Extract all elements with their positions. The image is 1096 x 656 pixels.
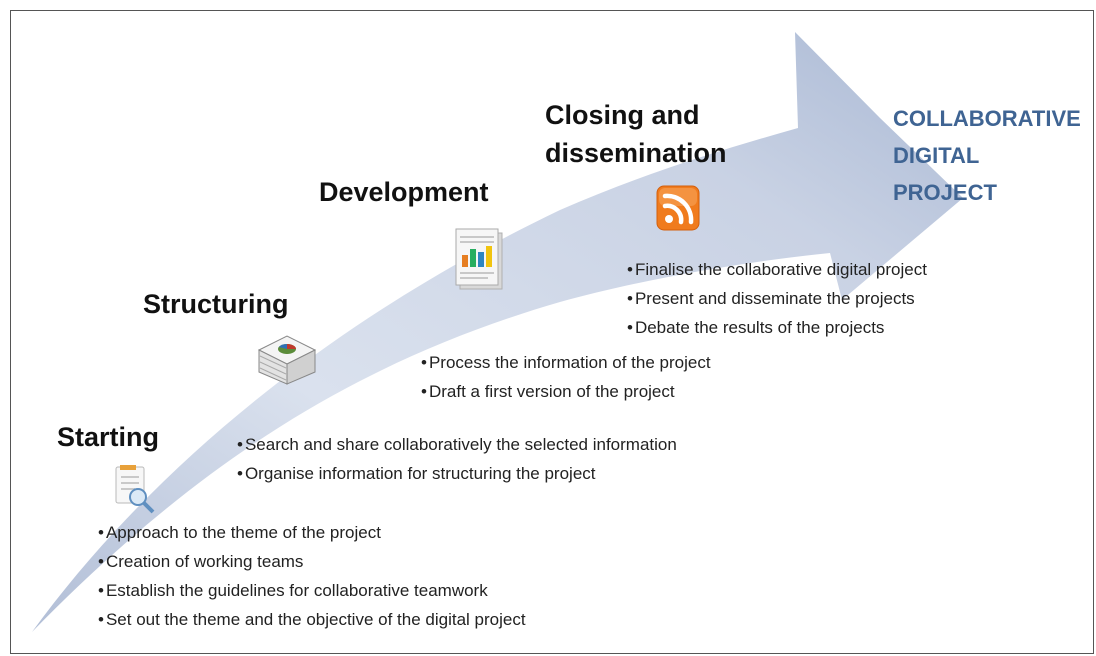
goal-label-line3: PROJECT: [893, 180, 997, 205]
stage-closing-bullets: Finalise the collaborative digital proje…: [627, 255, 927, 342]
list-item: Process the information of the project: [421, 348, 711, 377]
stage-title-closing-line2: dissemination: [545, 138, 727, 168]
list-item: Draft a first version of the project: [421, 377, 711, 406]
goal-label-line2: DIGITAL: [893, 143, 980, 168]
list-item: Approach to the theme of the project: [98, 518, 526, 547]
stage-title-starting: Starting: [57, 422, 160, 452]
bar-chart-document-icon: [455, 228, 503, 290]
list-item: Establish the guidelines for collaborati…: [98, 576, 526, 605]
list-item: Debate the results of the projects: [627, 313, 927, 342]
goal-label: COLLABORATIVE DIGITAL PROJECT: [893, 100, 1081, 211]
stage-starting-bullets: Approach to the theme of the project Cre…: [98, 518, 526, 634]
stage-structuring-bullets: Search and share collaboratively the sel…: [237, 430, 677, 488]
list-item: Finalise the collaborative digital proje…: [627, 255, 927, 284]
list-item: Present and disseminate the projects: [627, 284, 927, 313]
goal-label-line1: COLLABORATIVE: [893, 106, 1081, 131]
stage-title-closing-line1: Closing and: [545, 100, 700, 130]
list-item: Organise information for structuring the…: [237, 459, 677, 488]
document-search-icon: [115, 465, 155, 514]
list-item: Creation of working teams: [98, 547, 526, 576]
stage-title-closing: Closing and dissemination: [545, 96, 727, 172]
stage-title-structuring: Structuring: [143, 289, 289, 319]
rss-feed-icon: [656, 185, 700, 231]
stacked-papers-chart-icon: [257, 335, 317, 385]
list-item: Search and share collaboratively the sel…: [237, 430, 677, 459]
list-item: Set out the theme and the objective of t…: [98, 605, 526, 634]
stage-development-bullets: Process the information of the project D…: [421, 348, 711, 406]
stage-title-development: Development: [319, 177, 489, 207]
